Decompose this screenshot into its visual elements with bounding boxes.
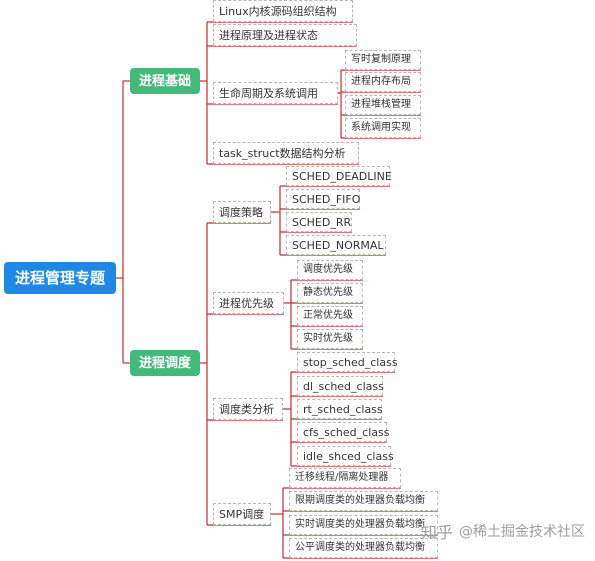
node-stack-management[interactable]: 进程堆栈管理 [345,95,421,115]
node-idle-sched-class[interactable]: idle_shced_class [297,446,394,466]
node-fair-load-balance[interactable]: 公平调度类的处理器负载均衡 [289,538,438,558]
node-static-prio[interactable]: 静态优先级 [297,283,363,303]
node-dl-load-balance[interactable]: 限期调度类的处理器负载均衡 [289,491,438,511]
node-rt-load-balance[interactable]: 实时调度类的处理器负载均衡 [289,515,438,535]
node-normal-prio[interactable]: 正常优先级 [297,306,363,326]
topic-process-scheduling[interactable]: 进程调度 [130,350,200,376]
node-smp-sched[interactable]: SMP调度 [213,503,271,525]
watermark-platform: 知乎 [420,523,453,542]
node-lifecycle-syscall[interactable]: 生命周期及系统调用 [213,82,338,104]
node-sched-rr[interactable]: SCHED_RR [286,212,352,232]
node-cow-principle[interactable]: 写时复制原理 [345,50,421,70]
node-linux-source-structure[interactable]: Linux内核源码组织结构 [213,0,353,22]
node-sched-normal[interactable]: SCHED_NORMAL [286,235,386,255]
node-sched-deadline[interactable]: SCHED_DEADLINE [286,166,392,186]
node-cfs-sched-class[interactable]: cfs_sched_class [297,422,389,442]
watermark: 知乎 @稀土掘金技术社区 [421,519,585,543]
topic-process-basics[interactable]: 进程基础 [130,68,200,94]
node-migration-thread[interactable]: 迁移线程/隔离处理器 [289,468,401,488]
node-process-principle[interactable]: 进程原理及进程状态 [213,24,357,46]
node-sched-fifo[interactable]: SCHED_FIFO [286,189,360,209]
node-task-struct[interactable]: task_struct数据结构分析 [213,142,359,164]
node-syscall-impl[interactable]: 系统调用实现 [345,118,421,138]
node-process-priority[interactable]: 进程优先级 [213,292,284,314]
node-sched-policy[interactable]: 调度策略 [213,201,271,223]
node-sched-class[interactable]: 调度类分析 [213,398,283,420]
node-rt-sched-class[interactable]: rt_sched_class [297,399,383,419]
root-topic[interactable]: 进程管理专题 [4,262,116,294]
watermark-author: @稀土掘金技术社区 [459,524,585,540]
node-dl-sched-class[interactable]: dl_sched_class [297,376,384,396]
node-sched-prio[interactable]: 调度优先级 [297,260,363,280]
node-memory-layout[interactable]: 进程内存布局 [345,72,421,92]
node-stop-sched-class[interactable]: stop_sched_class [297,352,398,372]
node-rt-prio[interactable]: 实时优先级 [297,329,363,349]
